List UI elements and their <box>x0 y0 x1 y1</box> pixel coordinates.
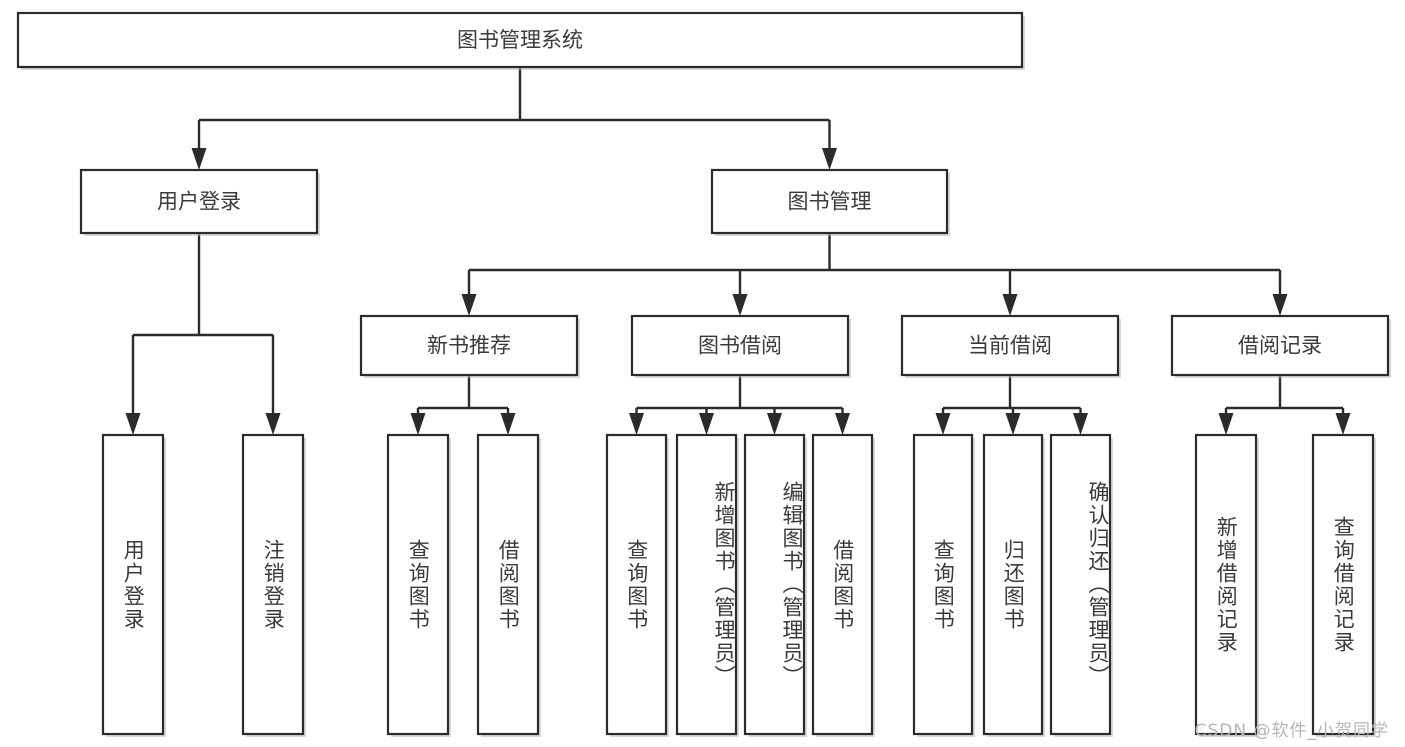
edge-borrow-record-leaf-query-record-head <box>1335 413 1351 435</box>
node-label-leaf-borrow-book-rec: 借阅图书 <box>496 538 521 631</box>
node-box-leaf-add-book[interactable] <box>675 433 738 736</box>
node-box-leaf-borrow-book-rec[interactable] <box>476 433 540 736</box>
node-label-user-login: 用户登录 <box>157 190 241 214</box>
edge-borrow-record-leaf-add-record-head <box>1218 413 1234 435</box>
node-box-leaf-query-record[interactable] <box>1311 433 1375 736</box>
edge-new-book-rec-leaf-borrow-book-rec-head <box>500 413 516 435</box>
node-box-leaf-user-login[interactable] <box>101 433 165 736</box>
node-label-leaf-add-book: 新增图书（管理员） <box>712 481 736 688</box>
node-label-leaf-confirm-return: 确认归还（管理员） <box>1086 481 1110 688</box>
edge-current-borrow-leaf-return-book-head <box>1005 413 1021 435</box>
node-label-leaf-borrow-book: 借阅图书 <box>830 538 855 631</box>
edge-new-book-rec-leaf-query-book-rec-head <box>410 413 426 435</box>
node-box-leaf-query-book-borrow[interactable] <box>605 433 668 736</box>
node-label-leaf-query-book-rec: 查询图书 <box>406 538 431 631</box>
node-box-leaf-return-book[interactable] <box>982 433 1044 736</box>
node-box-user-login[interactable] <box>79 168 319 235</box>
connector-layer <box>125 67 1351 435</box>
node-box-leaf-query-book-current[interactable] <box>912 433 974 736</box>
node-label-leaf-add-record: 新增借阅记录 <box>1214 515 1239 654</box>
node-label-leaf-user-logout: 注销登录 <box>261 538 286 631</box>
edge-book-borrow-leaf-add-book-head <box>699 413 714 435</box>
edge-book-borrow-leaf-edit-book-head <box>767 413 782 435</box>
node-label-root: 图书管理系统 <box>457 28 583 52</box>
node-box-leaf-user-logout[interactable] <box>241 433 305 736</box>
edge-root-book-manage-head <box>822 148 837 170</box>
edge-book-manage-current-borrow-head <box>1002 294 1018 316</box>
node-label-leaf-return-book: 归还图书 <box>1001 538 1026 631</box>
node-label-leaf-edit-book: 编辑图书（管理员） <box>780 481 804 688</box>
node-box-new-book-rec[interactable] <box>359 314 579 377</box>
box-layer <box>16 11 1391 737</box>
node-box-leaf-add-record[interactable] <box>1194 433 1258 736</box>
edge-book-manage-book-borrow-head <box>732 294 748 316</box>
node-box-root[interactable] <box>16 11 1024 69</box>
node-label-leaf-query-book-current: 查询图书 <box>931 538 956 631</box>
node-label-borrow-record: 借阅记录 <box>1238 334 1322 358</box>
node-box-book-borrow[interactable] <box>630 314 850 377</box>
node-label-leaf-query-book-borrow: 查询图书 <box>624 538 649 631</box>
edge-current-borrow-leaf-confirm-return-head <box>1073 413 1088 435</box>
node-box-borrow-record[interactable] <box>1170 314 1390 377</box>
node-box-book-manage[interactable] <box>710 168 949 235</box>
edge-user-login-leaf-user-login-head <box>125 413 141 435</box>
edge-book-manage-borrow-record-head <box>1272 294 1288 316</box>
node-box-leaf-borrow-book[interactable] <box>811 433 874 736</box>
node-label-leaf-query-record: 查询借阅记录 <box>1331 515 1356 654</box>
node-box-current-borrow[interactable] <box>900 314 1120 377</box>
node-box-leaf-query-book-rec[interactable] <box>386 433 450 736</box>
node-box-leaf-confirm-return[interactable] <box>1049 433 1112 736</box>
node-label-new-book-rec: 新书推荐 <box>427 334 511 358</box>
edge-root-user-login-head <box>191 148 207 170</box>
edge-book-borrow-leaf-borrow-book-head <box>835 413 850 435</box>
node-label-current-borrow: 当前借阅 <box>968 334 1052 358</box>
edge-book-borrow-leaf-query-book-borrow-head <box>629 413 644 435</box>
node-label-book-borrow: 图书借阅 <box>698 334 782 358</box>
node-label-leaf-user-login: 用户登录 <box>121 538 146 631</box>
edge-user-login-leaf-user-logout-head <box>265 413 281 435</box>
edge-current-borrow-leaf-query-book-current-head <box>935 413 951 435</box>
node-label-book-manage: 图书管理 <box>788 190 872 214</box>
edge-book-manage-new-book-rec-head <box>461 294 477 316</box>
node-box-leaf-edit-book[interactable] <box>743 433 806 736</box>
